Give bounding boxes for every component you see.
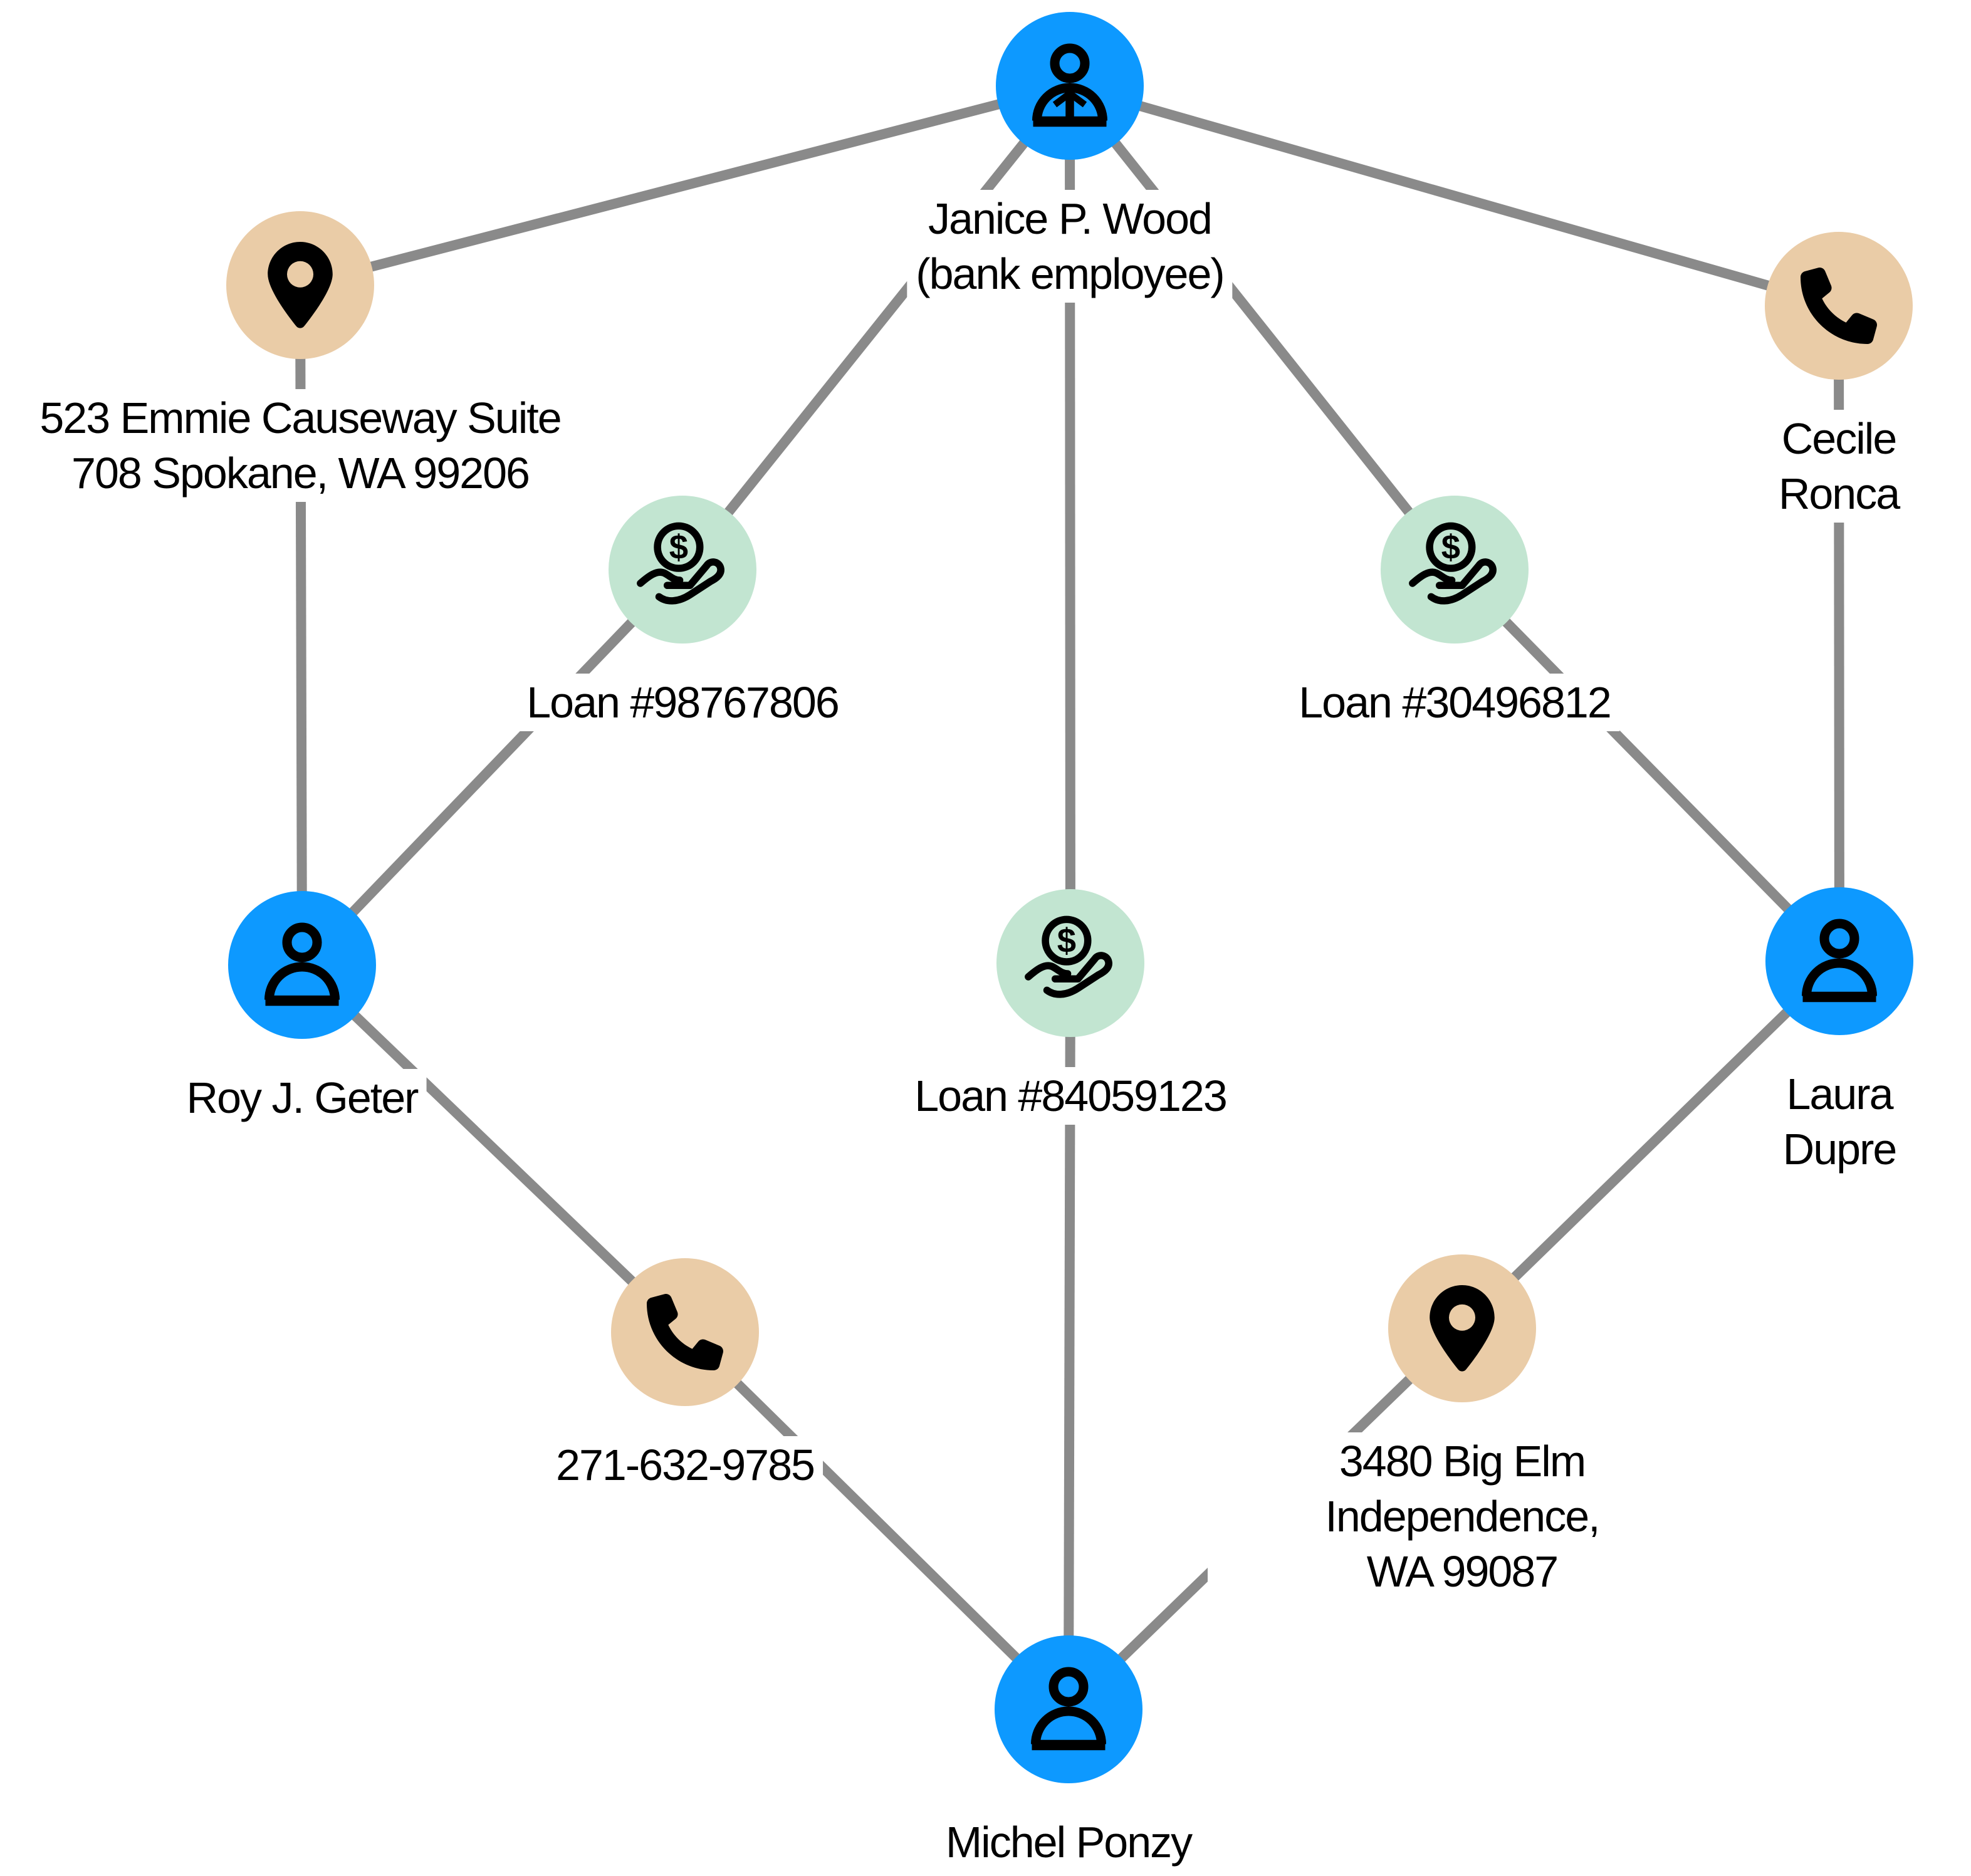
edge-phone-271-632-9785--michel-ponzy [681,1328,1072,1713]
location-pin-icon [257,242,343,328]
node-label-address-spokane: 523 Emmie Causeway Suite 708 Spokane, WA… [31,389,570,502]
node-janice-wood[interactable] [996,12,1144,160]
phone-icon [1801,268,1877,344]
node-label-loan-98767806: Loan #98767806 [518,674,847,731]
node-label-loan-30496812: Loan #30496812 [1290,674,1619,731]
person-icon [1022,1662,1116,1756]
node-label-phone-271-632-9785: 271-632-9785 [547,1436,823,1494]
svg-text:$: $ [1441,528,1460,566]
node-loan-30496812[interactable]: $ [1381,496,1529,644]
edge-address-spokane--roy-geter [295,284,307,966]
node-roy-geter[interactable] [228,891,376,1039]
location-pin-icon [1419,1285,1505,1372]
node-address-spokane[interactable] [226,211,374,359]
node-label-phone-cecile-ronca: Cecile Ronca [1769,410,1908,523]
edge-laura-dupre--address-independence [1458,957,1843,1332]
node-label-michel-ponzy: Michel Ponzy [936,1813,1201,1871]
node-label-address-independence: 3480 Big Elm Independence, WA 99087 [1208,1432,1717,1600]
loan-icon: $ [1403,518,1507,622]
edge-janice-wood--phone-cecile-ronca [1068,81,1841,311]
svg-text:$: $ [669,528,687,566]
node-loan-84059123[interactable]: $ [996,889,1144,1037]
edge-loan-30496812--laura-dupre [1451,566,1843,965]
node-address-independence[interactable] [1388,1254,1536,1402]
edge-loan-98767806--roy-geter [298,566,686,969]
person-tie-icon [1023,39,1117,133]
node-label-laura-dupre: Laura Dupre [1774,1065,1905,1178]
node-loan-98767806[interactable]: $ [609,496,756,644]
node-label-janice-wood: Janice P. Wood (bank employee) [907,190,1233,303]
node-laura-dupre[interactable] [1765,887,1913,1035]
loan-icon: $ [631,518,735,622]
node-label-roy-geter: Roy J. Geter [177,1069,427,1127]
svg-text:$: $ [1057,922,1075,960]
node-michel-ponzy[interactable] [995,1635,1142,1783]
node-phone-cecile-ronca[interactable] [1765,232,1913,380]
person-icon [1792,914,1886,1008]
loan-icon: $ [1019,912,1122,1015]
edge-janice-wood--address-spokane [298,81,1072,290]
node-label-loan-84059123: Loan #84059123 [906,1067,1235,1125]
person-icon [255,918,349,1012]
edge-janice-wood--loan-30496812 [1065,83,1459,573]
node-phone-271-632-9785[interactable] [611,1258,759,1406]
phone-icon [647,1294,723,1370]
edge-janice-wood--loan-98767806 [678,83,1074,573]
edge-roy-geter--phone-271-632-9785 [298,961,689,1336]
